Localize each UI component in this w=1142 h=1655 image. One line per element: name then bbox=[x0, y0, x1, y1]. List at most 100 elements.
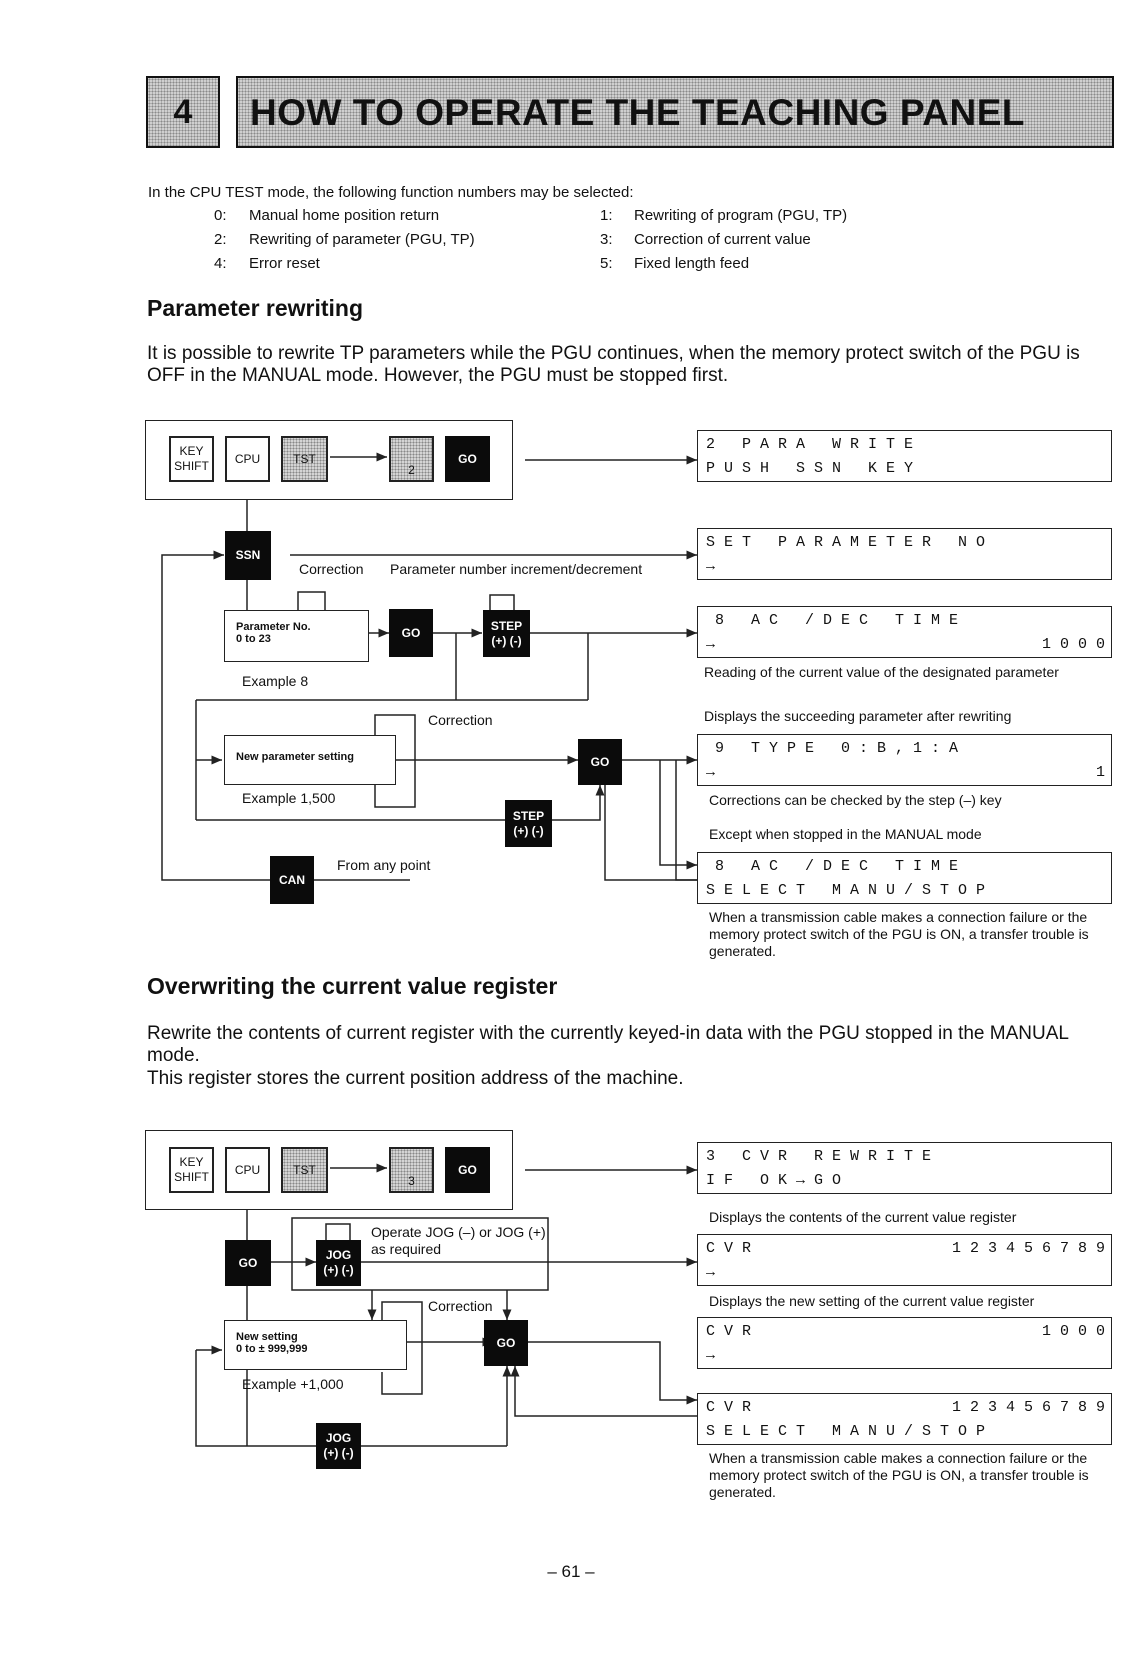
function-label: Error reset bbox=[249, 255, 320, 272]
step-sign: (+) (-) bbox=[491, 633, 522, 648]
step-key[interactable]: STEP (+) (-) bbox=[505, 800, 552, 847]
displays-next-note: Displays the succeeding parameter after … bbox=[704, 708, 1012, 724]
jog-sign: (+) (-) bbox=[323, 1446, 354, 1460]
ssn-key[interactable]: SSN bbox=[225, 531, 271, 580]
key-sequence-frame bbox=[145, 420, 513, 500]
section-paragraph: It is possible to rewrite TP parameters … bbox=[147, 343, 1080, 386]
lcd-row: → bbox=[706, 1264, 716, 1281]
lcd-display: 8 A C / D E C T I M E S E L E C T M A N … bbox=[697, 852, 1112, 904]
new-setting-line2: 0 to ± 999,999 bbox=[236, 1343, 308, 1355]
param-box-line2: 0 to 23 bbox=[236, 633, 271, 645]
key-shift-button[interactable]: KEY SHIFT bbox=[169, 1147, 214, 1193]
section-heading: Parameter rewriting bbox=[147, 295, 364, 321]
lcd-row: 8 A C / D E C T I M E bbox=[706, 612, 959, 629]
intro-text: In the CPU TEST mode, the following func… bbox=[148, 184, 634, 201]
lcd-value: 1 bbox=[1095, 764, 1105, 781]
lcd-value: 1 2 3 4 5 6 7 8 9 bbox=[951, 1240, 1105, 1257]
reading-note: Reading of the current value of the desi… bbox=[704, 664, 1059, 680]
can-key[interactable]: CAN bbox=[270, 856, 314, 904]
lcd-row: C V R bbox=[706, 1240, 752, 1257]
cpu-key[interactable]: CPU bbox=[225, 436, 270, 482]
jog-label: JOG bbox=[325, 1248, 352, 1262]
lcd-value: 1 0 0 0 bbox=[1041, 1323, 1105, 1340]
jog-key[interactable]: JOG (+) (-) bbox=[316, 1240, 361, 1286]
go-key[interactable]: GO bbox=[389, 609, 433, 657]
from-any-point-label: From any point bbox=[337, 857, 431, 873]
lcd-display: S E T P A R A M E T E R N O → bbox=[697, 528, 1112, 580]
lcd-display: 8 A C / D E C T I M E → 1 0 0 0 bbox=[697, 606, 1112, 658]
lcd-row: S E L E C T M A N U / S T O P bbox=[706, 1423, 986, 1440]
lcd-display: C V R 1 0 0 0 → bbox=[697, 1317, 1112, 1369]
go-key[interactable]: GO bbox=[225, 1240, 271, 1286]
transfer-fail-note: When a transmission cable makes a connec… bbox=[709, 909, 1089, 959]
key-shift-button[interactable]: KEY SHIFT bbox=[169, 436, 214, 482]
new-parameter-box[interactable]: New parameter setting bbox=[224, 735, 396, 785]
lcd-row: 3 C V R R E W R I T E bbox=[706, 1148, 932, 1165]
section-paragraph: This register stores the current positio… bbox=[147, 1068, 684, 1089]
example-label: Example 1,500 bbox=[242, 790, 336, 806]
jog-label: JOG bbox=[325, 1431, 352, 1445]
lcd-row: C V R bbox=[706, 1399, 752, 1416]
lcd-row: → bbox=[706, 764, 716, 781]
step-label: STEP bbox=[512, 808, 545, 823]
go-key[interactable]: GO bbox=[445, 1147, 490, 1193]
lcd-row: S E L E C T M A N U / S T O P bbox=[706, 882, 986, 899]
new-param-label: New parameter setting bbox=[236, 751, 354, 763]
chapter-title: HOW TO OPERATE THE TEACHING PANEL bbox=[236, 76, 1114, 148]
tst-key[interactable]: TST bbox=[281, 1147, 328, 1193]
section-paragraph: Rewrite the contents of current register… bbox=[147, 1023, 1069, 1066]
lcd-display: C V R 1 2 3 4 5 6 7 8 9 S E L E C T M A … bbox=[697, 1393, 1112, 1445]
cpu-key[interactable]: CPU bbox=[225, 1147, 270, 1193]
lcd-row: 9 T Y P E 0 : B , 1 : A bbox=[706, 740, 959, 757]
lcd-row: 8 A C / D E C T I M E bbox=[706, 858, 959, 875]
chapter-number: 4 bbox=[146, 76, 220, 148]
param-inc-label: Parameter number increment/decrement bbox=[390, 561, 643, 577]
number-2-key[interactable]: 2 bbox=[389, 436, 434, 482]
step-sign: (+) (-) bbox=[513, 823, 544, 838]
function-label: Rewriting of program (PGU, TP) bbox=[634, 207, 848, 224]
lcd-display: 9 T Y P E 0 : B , 1 : A → 1 bbox=[697, 734, 1112, 786]
go-key[interactable]: GO bbox=[578, 739, 622, 785]
function-num: 2: bbox=[214, 231, 227, 248]
lcd-display: C V R 1 2 3 4 5 6 7 8 9 → bbox=[697, 1234, 1112, 1286]
correction-label: Correction bbox=[428, 712, 493, 728]
lcd-row: S E T P A R A M E T E R N O bbox=[706, 534, 986, 551]
section-heading: Overwriting the current value register bbox=[147, 973, 558, 999]
number-3-key[interactable]: 3 bbox=[389, 1147, 434, 1193]
correction-label: Correction bbox=[299, 561, 364, 577]
lcd-row: 2 P A R A W R I T E bbox=[706, 436, 914, 453]
jog-key[interactable]: JOG (+) (-) bbox=[316, 1423, 361, 1469]
except-note: Except when stopped in the MANUAL mode bbox=[709, 826, 982, 842]
page-number: – 61 – bbox=[547, 1562, 595, 1581]
displays-contents-note: Displays the contents of the current val… bbox=[709, 1209, 1017, 1225]
function-label: Correction of current value bbox=[634, 231, 811, 248]
function-num: 1: bbox=[600, 207, 613, 224]
function-num: 5: bbox=[600, 255, 613, 272]
example-label: Example +1,000 bbox=[242, 1376, 344, 1392]
go-key[interactable]: GO bbox=[445, 436, 490, 482]
jog-sign: (+) (-) bbox=[323, 1263, 354, 1277]
lcd-value: 1 2 3 4 5 6 7 8 9 bbox=[951, 1399, 1105, 1416]
lcd-row: → bbox=[706, 1347, 716, 1364]
step-key[interactable]: STEP (+) (-) bbox=[483, 610, 530, 657]
step-label: STEP bbox=[490, 618, 523, 633]
new-setting-line1: New setting bbox=[236, 1331, 298, 1343]
displays-new-note: Displays the new setting of the current … bbox=[709, 1293, 1035, 1309]
lcd-display: 3 C V R R E W R I T E I F O K → G O bbox=[697, 1142, 1112, 1194]
lcd-value: 1 0 0 0 bbox=[1041, 636, 1105, 653]
tst-key[interactable]: TST bbox=[281, 436, 328, 482]
lcd-row: → bbox=[706, 558, 716, 575]
param-box-line1: Parameter No. bbox=[236, 621, 311, 633]
lcd-row: C V R bbox=[706, 1323, 752, 1340]
lcd-row: P U S H S S N K E Y bbox=[706, 460, 914, 477]
lcd-row: I F O K → G O bbox=[706, 1172, 842, 1189]
function-num: 3: bbox=[600, 231, 613, 248]
go-key[interactable]: GO bbox=[484, 1320, 528, 1366]
transfer-fail-note: When a transmission cable makes a connec… bbox=[709, 1450, 1089, 1500]
function-label: Manual home position return bbox=[249, 207, 440, 224]
lcd-display: 2 P A R A W R I T E P U S H S S N K E Y bbox=[697, 430, 1112, 482]
new-setting-box[interactable]: New setting 0 to ± 999,999 bbox=[224, 1320, 407, 1370]
parameter-no-box[interactable]: Parameter No. 0 to 23 bbox=[224, 610, 369, 662]
lcd-row: → bbox=[706, 636, 716, 653]
